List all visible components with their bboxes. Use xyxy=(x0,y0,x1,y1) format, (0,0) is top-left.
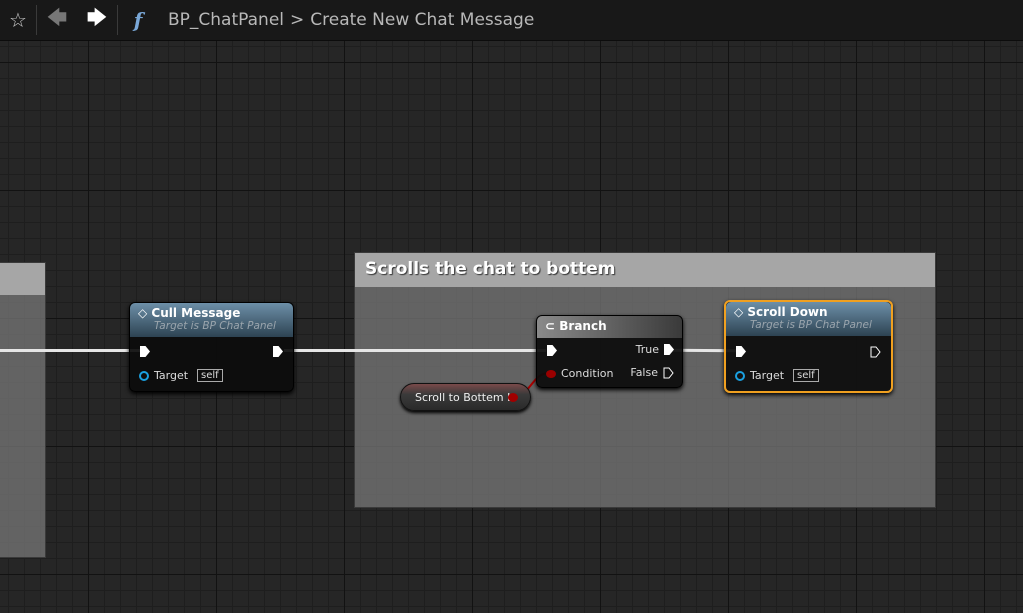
comment-header xyxy=(0,263,45,295)
false-exec-pin[interactable] xyxy=(663,367,674,379)
target-pin[interactable] xyxy=(735,370,745,381)
comment-title[interactable]: Scrolls the chat to bottem xyxy=(355,253,935,287)
breadcrumb: BP_ChatPanel>Create New Chat Message xyxy=(168,10,534,30)
forward-arrow-icon[interactable]: 🡆 xyxy=(86,5,108,29)
breadcrumb-blueprint[interactable]: BP_ChatPanel xyxy=(168,10,285,30)
divider xyxy=(117,5,118,35)
exec-out-pin[interactable] xyxy=(273,346,283,357)
divider xyxy=(36,5,37,35)
target-value: self xyxy=(197,369,223,382)
node-subtitle: Target is BP Chat Panel xyxy=(750,319,872,331)
comment-box-partial[interactable] xyxy=(0,262,46,558)
true-exec-pin[interactable] xyxy=(664,344,674,355)
favorite-star-icon[interactable]: ☆ xyxy=(9,8,27,32)
node-subtitle: Target is BP Chat Panel xyxy=(154,320,276,332)
comment-body xyxy=(0,295,45,557)
exec-in-pin[interactable] xyxy=(736,346,746,357)
node-title: ◇ Cull Message xyxy=(138,306,241,320)
exec-wire xyxy=(284,349,546,352)
variable-label: Scroll to Bottem L xyxy=(415,390,514,404)
target-value: self xyxy=(793,369,819,382)
exec-wire xyxy=(0,349,140,352)
variable-scroll-to-bottom[interactable]: Scroll to Bottem L xyxy=(400,383,531,411)
target-label: Target xyxy=(154,369,189,382)
condition-pin[interactable] xyxy=(546,369,556,378)
toolbar: ☆ 🡄 🡆 f BP_ChatPanel>Create New Chat Mes… xyxy=(0,0,1023,41)
exec-out-pin[interactable] xyxy=(870,346,881,358)
exec-in-pin[interactable] xyxy=(140,346,150,357)
node-title: ⊂ Branch xyxy=(545,319,607,333)
breadcrumb-function[interactable]: Create New Chat Message xyxy=(310,10,535,30)
bool-out-pin[interactable] xyxy=(508,393,518,402)
true-label: True xyxy=(635,343,659,356)
exec-in-pin[interactable] xyxy=(547,345,557,356)
condition-label: Condition xyxy=(561,367,614,380)
node-title: ◇ Scroll Down xyxy=(734,305,828,319)
chevron-right-icon: > xyxy=(290,10,305,30)
back-arrow-icon[interactable]: 🡄 xyxy=(46,5,68,29)
false-label: False xyxy=(630,366,658,379)
target-pin[interactable] xyxy=(139,370,149,381)
branch-icon: ⊂ xyxy=(545,319,556,333)
function-icon: f xyxy=(133,8,143,32)
node-branch[interactable]: ⊂ Branch True Condition False xyxy=(536,315,683,388)
target-label: Target xyxy=(750,369,785,382)
